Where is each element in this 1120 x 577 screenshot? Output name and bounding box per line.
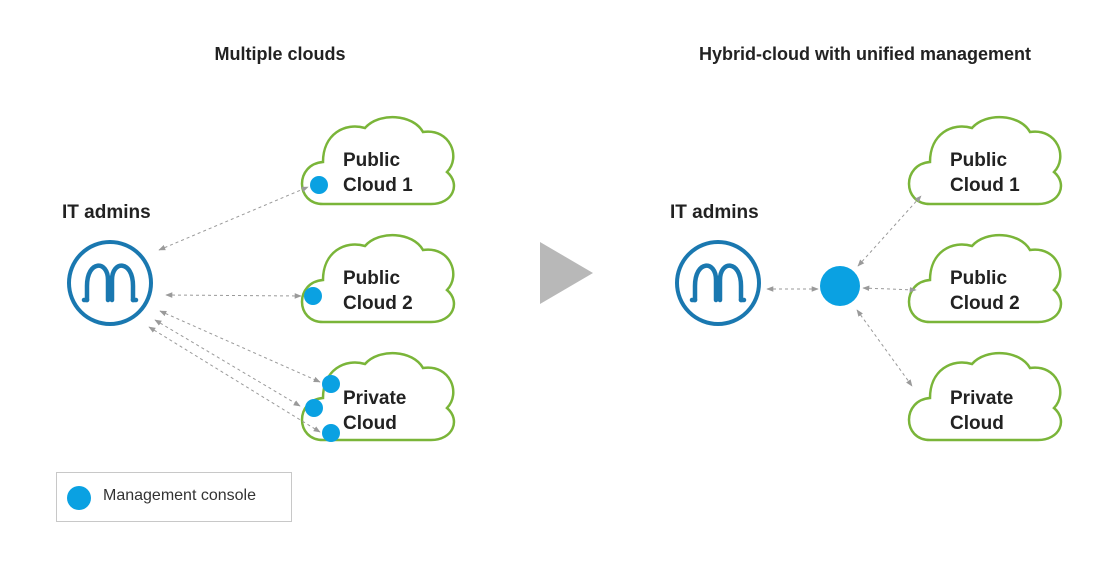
- console-dot-private-2: [305, 399, 323, 417]
- right-admin-people-icon: [675, 240, 761, 326]
- left-connector-private-2: [154, 319, 301, 407]
- left-cloud-private-line2: Cloud: [343, 413, 397, 434]
- right-cloud-public-1-line1: Public: [950, 150, 1007, 171]
- left-cloud-private-line1: Private: [343, 388, 406, 409]
- console-dot-private-1: [322, 375, 340, 393]
- right-cloud-private: Private Cloud: [907, 351, 1063, 442]
- console-dot-icon: [67, 486, 91, 510]
- right-connector-public-1: [857, 195, 922, 267]
- console-dot-private-3: [322, 424, 340, 442]
- right-cloud-public-2: Public Cloud 2: [907, 233, 1063, 324]
- left-cloud-public-1-line1: Public: [343, 150, 400, 171]
- right-cloud-private-line1: Private: [950, 388, 1013, 409]
- right-connector-public-2: [862, 285, 917, 293]
- right-cloud-public-2-line1: Public: [950, 268, 1007, 289]
- left-cloud-public-2-line1: Public: [343, 268, 400, 289]
- left-connector-private-1: [159, 310, 321, 383]
- legend-label: Management console: [103, 487, 256, 504]
- right-cloud-private-line2: Cloud: [950, 413, 1004, 434]
- console-dot-public-1: [310, 176, 328, 194]
- left-admin-people-icon: [67, 240, 153, 326]
- console-dot-public-2: [304, 287, 322, 305]
- legend: Management console: [56, 472, 292, 522]
- right-cloud-public-2-line2: Cloud 2: [950, 293, 1020, 314]
- left-panel-title: Multiple clouds: [214, 44, 346, 64]
- left-connector-public-1: [158, 186, 309, 251]
- left-cloud-private: Private Cloud: [300, 351, 456, 442]
- right-connectors: [766, 195, 922, 387]
- left-it-admins-label: IT admins: [62, 202, 151, 223]
- left-console-dots: [304, 176, 340, 442]
- left-cloud-public-1: Public Cloud 1: [300, 115, 456, 206]
- right-cloud-public-1-line2: Cloud 1: [950, 175, 1020, 196]
- left-cloud-public-2: Public Cloud 2: [300, 233, 456, 324]
- left-cloud-public-1-line2: Cloud 1: [343, 175, 413, 196]
- right-it-admins-label: IT admins: [670, 202, 759, 223]
- right-connector-private: [856, 309, 913, 387]
- left-connector-public-2: [165, 292, 302, 299]
- transition-arrow-icon: [540, 242, 593, 304]
- left-connector-private-3: [148, 326, 321, 433]
- right-cloud-public-1: Public Cloud 1: [907, 115, 1063, 206]
- right-panel-title: Hybrid-cloud with unified management: [698, 44, 1031, 64]
- left-cloud-public-2-line2: Cloud 2: [343, 293, 413, 314]
- unified-console-dot: [820, 266, 860, 306]
- left-connectors: [148, 186, 321, 433]
